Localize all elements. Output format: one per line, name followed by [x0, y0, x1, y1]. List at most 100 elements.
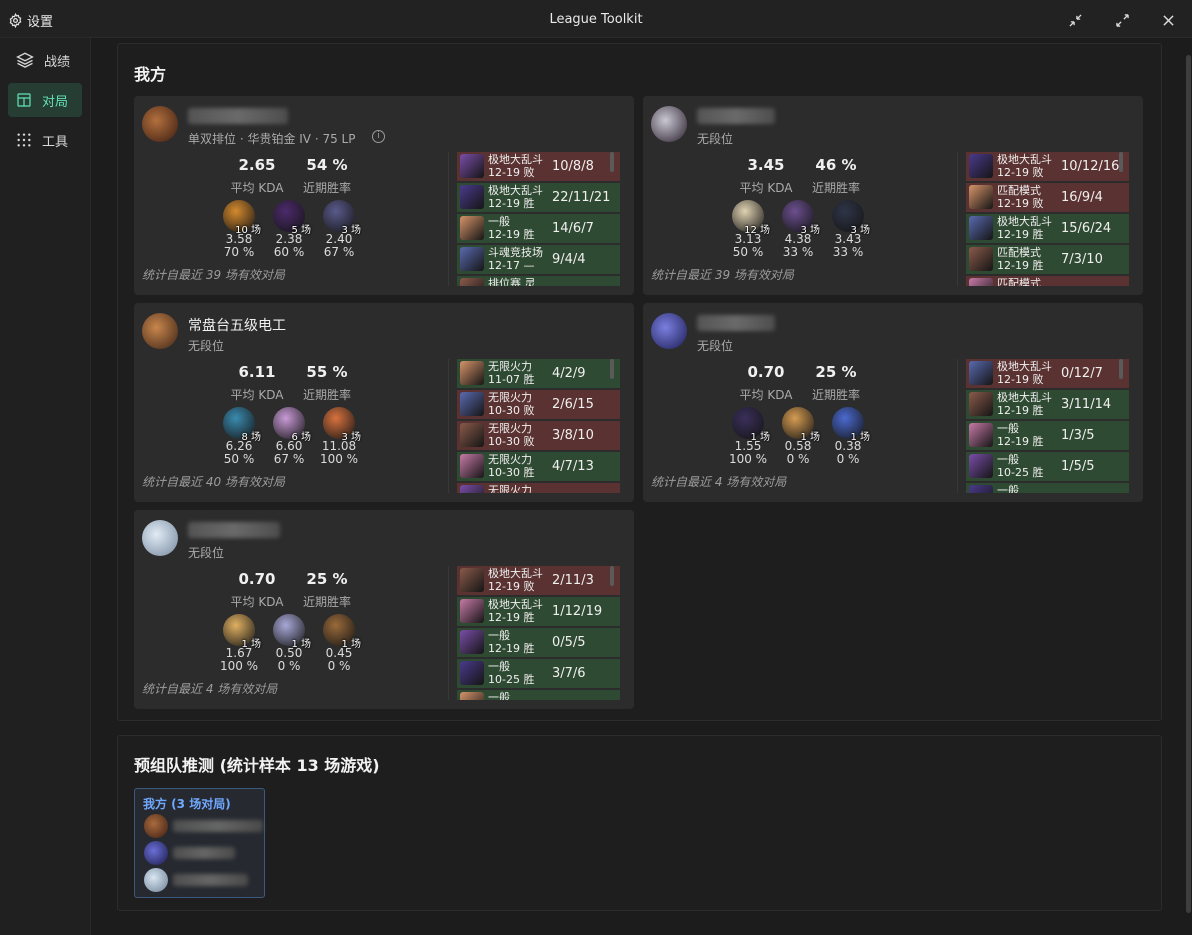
maximize-button[interactable] [1111, 9, 1133, 31]
champion-games: 12 场 [744, 225, 770, 236]
champion-stat: 1 场 0.45 0 % [309, 614, 369, 673]
champion-icon[interactable]: 12 场 [732, 200, 770, 236]
champion-icon[interactable]: 6 场 [273, 407, 311, 443]
match-mode: 一般 [488, 691, 510, 700]
champion-icon[interactable]: 3 场 [323, 407, 361, 443]
champion-icon[interactable]: 1 场 [782, 407, 820, 443]
champion-stat: 1 场 1.55 100 % [718, 407, 778, 466]
match-list-scrollbar[interactable] [610, 152, 614, 172]
player-avatar[interactable] [651, 106, 687, 142]
avg-kda-value: 6.11 [238, 363, 276, 381]
match-row[interactable]: 排位赛 灵 [457, 276, 620, 286]
match-kda: 16/9/4 [1061, 190, 1103, 205]
match-row[interactable]: 极地大乱斗 12-19 胜 22/11/21 [457, 183, 620, 212]
nav-item-records[interactable]: 战绩 [8, 43, 82, 77]
match-list-scrollbar[interactable] [1119, 359, 1123, 379]
champion-icon [460, 599, 484, 623]
match-row[interactable]: 斗魂竞技场 12-17 — 9/4/4 [457, 245, 620, 274]
match-row[interactable]: 一般 10-25 胜 3/7/6 [457, 659, 620, 688]
champion-icon[interactable]: 1 场 [273, 614, 311, 650]
match-history-list[interactable]: 极地大乱斗 12-19 败 10/8/8 极地大乱斗 12-19 胜 22/11… [448, 152, 620, 286]
champion-games: 1 场 [291, 639, 311, 650]
champion-icon[interactable]: 3 场 [782, 200, 820, 236]
match-row[interactable]: 一般 12-19 胜 0/5/5 [457, 628, 620, 657]
champion-stat: 3 场 3.43 33 % [818, 200, 878, 259]
nav-item-match[interactable]: 对局 [8, 83, 82, 117]
champion-kda: 3.58 [225, 232, 253, 246]
player-name-redacted [188, 108, 288, 124]
champion-stat: 12 场 3.13 50 % [718, 200, 778, 259]
match-history-list[interactable]: 极地大乱斗 12-19 败 10/12/16 匹配模式 12-19 败 16/9… [957, 152, 1129, 286]
champion-icon [969, 185, 993, 209]
champion-icon[interactable]: 3 场 [832, 200, 870, 236]
match-history-list[interactable]: 无限火力 11-07 胜 4/2/9 无限火力 10-30 败 2/6/15 无… [448, 359, 620, 493]
settings-button[interactable]: 设置 [8, 11, 53, 30]
champion-kda: 11.08 [321, 439, 357, 453]
match-row[interactable]: 极地大乱斗 12-19 败 0/12/7 [966, 359, 1129, 388]
match-row[interactable]: 匹配模式 [966, 276, 1129, 286]
match-row[interactable]: 无限火力 [457, 483, 620, 493]
match-history-list[interactable]: 极地大乱斗 12-19 败 2/11/3 极地大乱斗 12-19 胜 1/12/… [448, 566, 620, 700]
player-avatar[interactable] [142, 313, 178, 349]
match-kda: 10/8/8 [552, 159, 594, 174]
main-scrollbar[interactable] [1186, 55, 1191, 913]
player-avatar[interactable] [142, 520, 178, 556]
match-row[interactable]: 一般 [457, 690, 620, 700]
champion-winrate: 100 % [219, 659, 259, 673]
player-avatar[interactable] [651, 313, 687, 349]
match-row[interactable]: 无限火力 10-30 败 2/6/15 [457, 390, 620, 419]
match-row[interactable]: 无限火力 10-30 败 3/8/10 [457, 421, 620, 450]
match-row[interactable]: 极地大乱斗 12-19 败 10/12/16 [966, 152, 1129, 181]
match-list-scrollbar[interactable] [610, 359, 614, 379]
nav-item-tools[interactable]: 工具 [8, 123, 82, 157]
match-list-scrollbar[interactable] [1119, 152, 1123, 172]
layers-icon [16, 52, 34, 68]
champion-icon[interactable]: 10 场 [223, 200, 261, 236]
champion-kda: 3.43 [834, 232, 862, 246]
match-date-result: 12-17 — [488, 259, 535, 272]
champion-icon [969, 247, 993, 271]
match-row[interactable]: 极地大乱斗 12-19 胜 15/6/24 [966, 214, 1129, 243]
match-date-result: 12-19 胜 [997, 259, 1044, 272]
champion-icon [460, 485, 484, 493]
player-avatar[interactable] [142, 106, 178, 142]
match-row[interactable]: 无限火力 11-07 胜 4/2/9 [457, 359, 620, 388]
match-row[interactable]: 无限火力 10-30 胜 4/7/13 [457, 452, 620, 481]
player-name[interactable]: 常盘台五级电工 [188, 318, 286, 334]
match-row[interactable]: 匹配模式 12-19 胜 7/3/10 [966, 245, 1129, 274]
champion-kda: 1.55 [734, 439, 762, 453]
champion-games: 3 场 [341, 432, 361, 443]
match-row[interactable]: 极地大乱斗 12-19 胜 1/12/19 [457, 597, 620, 626]
champion-games: 1 场 [800, 432, 820, 443]
champion-icon[interactable]: 1 场 [223, 614, 261, 650]
match-history-list[interactable]: 极地大乱斗 12-19 败 0/12/7 极地大乱斗 12-19 胜 3/11/… [957, 359, 1129, 493]
match-row[interactable]: 极地大乱斗 12-19 胜 3/11/14 [966, 390, 1129, 419]
champion-icon[interactable]: 1 场 [732, 407, 770, 443]
champion-icon [969, 154, 993, 178]
champion-icon[interactable]: 5 场 [273, 200, 311, 236]
champion-icon[interactable]: 3 场 [323, 200, 361, 236]
champion-games: 3 场 [850, 225, 870, 236]
champion-icon[interactable]: 8 场 [223, 407, 261, 443]
player-name-redacted [188, 522, 280, 538]
champion-icon[interactable]: 1 场 [832, 407, 870, 443]
match-list-scrollbar[interactable] [610, 566, 614, 586]
match-row[interactable]: 极地大乱斗 12-19 败 10/8/8 [457, 152, 620, 181]
match-row[interactable]: 一般 12-19 胜 14/6/7 [457, 214, 620, 243]
match-row[interactable]: 匹配模式 12-19 败 16/9/4 [966, 183, 1129, 212]
champion-icon [460, 423, 484, 447]
champion-icon [969, 361, 993, 385]
premade-group-title: 我方 (3 场对局) [143, 797, 231, 811]
match-row[interactable]: 一般 12-19 胜 1/3/5 [966, 421, 1129, 450]
champion-stat: 5 场 2.38 60 % [259, 200, 319, 259]
champion-icon[interactable]: 1 场 [323, 614, 361, 650]
champion-winrate: 100 % [319, 452, 359, 466]
close-icon [1162, 14, 1174, 26]
match-row[interactable]: 一般 [966, 483, 1129, 493]
close-button[interactable] [1157, 9, 1179, 31]
minimize-button[interactable] [1064, 9, 1086, 31]
match-row[interactable]: 一般 10-25 胜 1/5/5 [966, 452, 1129, 481]
info-icon[interactable]: i [372, 130, 385, 143]
match-row[interactable]: 极地大乱斗 12-19 败 2/11/3 [457, 566, 620, 595]
player-rank: 无段位 [188, 339, 225, 353]
